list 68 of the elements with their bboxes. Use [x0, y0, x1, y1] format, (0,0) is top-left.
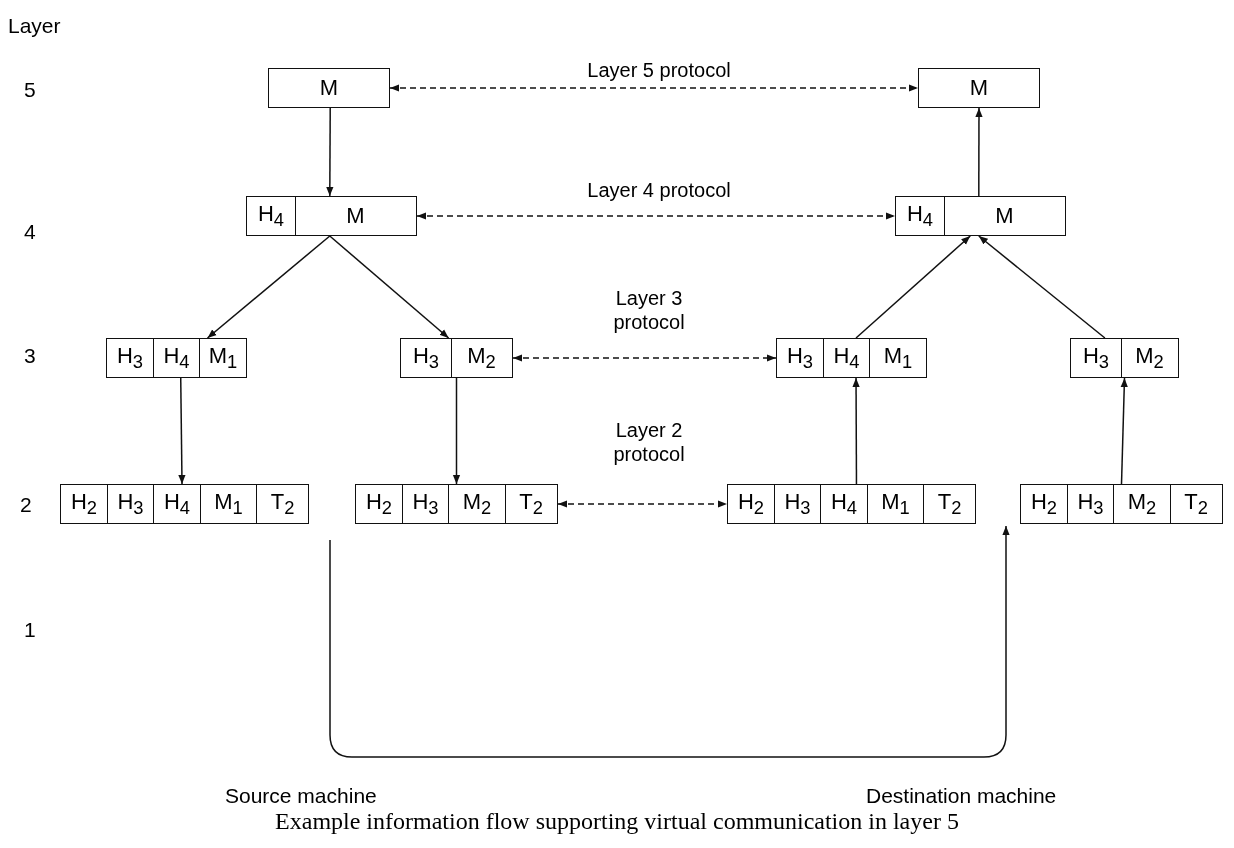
packet-field: M$_{1}$: [869, 338, 927, 378]
packet-field: M$_{2}$: [450, 338, 513, 378]
packet-field: M: [918, 68, 1040, 108]
arrow: [975, 107, 983, 197]
packet-field: H$_{4}$: [895, 196, 945, 236]
packet-field: M: [294, 196, 417, 236]
packet-field: M$_{2}$: [1113, 484, 1171, 524]
packet-field: H$_{2}$: [1020, 484, 1068, 524]
arrow: [329, 235, 450, 339]
arrow: [852, 377, 860, 485]
packet-box: [727, 484, 976, 524]
dashed-arrow: [389, 84, 919, 92]
packet-field: H$_{2}$: [355, 484, 403, 524]
packet-field: H$_{3}$: [1066, 484, 1115, 524]
packet-field: H$_{3}$: [106, 338, 154, 378]
arrow: [452, 377, 461, 485]
packet-field: M$_{1}$: [199, 484, 258, 524]
packet-field: H$_{3}$: [773, 484, 822, 524]
arrow: [855, 235, 971, 339]
arrow: [206, 235, 331, 339]
layer-number: 2: [20, 493, 32, 517]
dashed-arrow: [512, 354, 777, 362]
packet-box: [355, 484, 558, 524]
packet-box: [1020, 484, 1223, 524]
caption: Example information flow supporting virtual communication in layer 5: [274, 808, 960, 835]
packet-field: H$_{4}$: [246, 196, 296, 236]
layer-number: 1: [24, 618, 36, 642]
packet-field: H$_{2}$: [727, 484, 775, 524]
packet-box: [60, 484, 309, 524]
machine-label: Destination machine: [866, 784, 1057, 808]
packet-box: [1070, 338, 1179, 378]
packet-field: T$_{2}$: [256, 484, 309, 524]
layer-number: 5: [24, 78, 36, 102]
packet-field: H$_{3}$: [400, 338, 452, 378]
packet-box: [106, 338, 247, 378]
packet-field: M: [943, 196, 1066, 236]
layer-heading: Layer: [8, 14, 61, 38]
machine-label: Source machine: [225, 784, 377, 808]
packet-field: H$_{4}$: [820, 484, 868, 524]
packet-box: [246, 196, 417, 236]
packet-field: H$_{2}$: [60, 484, 108, 524]
packet-field: M$_{1}$: [199, 338, 247, 378]
packet-field: M$_{1}$: [866, 484, 925, 524]
packet-field: T$_{2}$: [1169, 484, 1223, 524]
packet-field: T$_{2}$: [504, 484, 558, 524]
packet-field: M: [268, 68, 390, 108]
packet-box: [895, 196, 1066, 236]
packet-field: H$_{4}$: [152, 338, 201, 378]
packet-field: H$_{3}$: [776, 338, 824, 378]
packet-field: H$_{4}$: [153, 484, 201, 524]
layer-number: 3: [24, 344, 36, 368]
arrow: [978, 235, 1106, 339]
dashed-arrow: [416, 212, 896, 220]
packet-box: [776, 338, 927, 378]
arrow: [178, 377, 186, 485]
arrow: [1120, 377, 1128, 485]
packet-box: [400, 338, 513, 378]
packet-field: H$_{3}$: [1070, 338, 1122, 378]
packet-field: H$_{4}$: [822, 338, 871, 378]
dashed-arrow: [557, 500, 728, 508]
packet-field: M$_{2}$: [448, 484, 506, 524]
arrow: [326, 107, 334, 197]
packet-field: H$_{3}$: [106, 484, 155, 524]
arrow: [329, 525, 1010, 758]
packet-field: H$_{3}$: [401, 484, 450, 524]
packet-field: M$_{2}$: [1120, 338, 1179, 378]
packet-field: T$_{2}$: [923, 484, 976, 524]
layer-number: 4: [24, 220, 36, 244]
